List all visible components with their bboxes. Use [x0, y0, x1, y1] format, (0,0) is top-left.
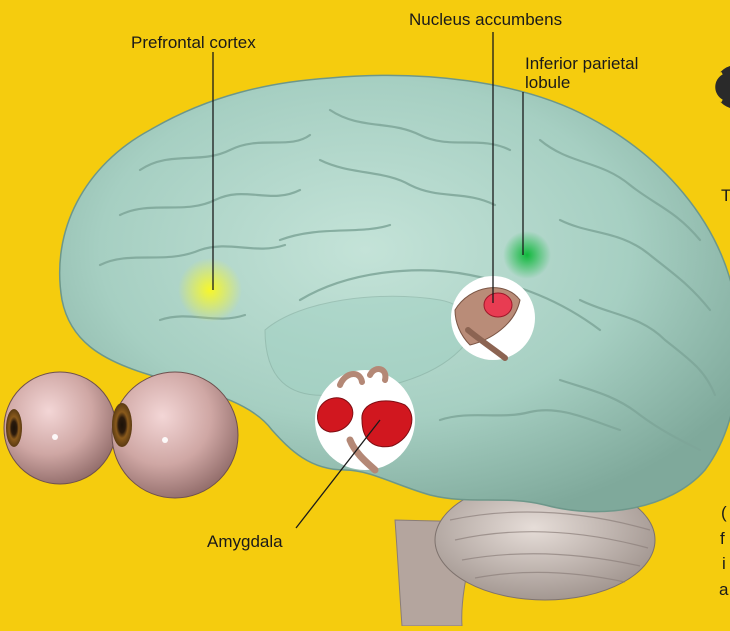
prefrontal-highlight [178, 258, 242, 322]
edge-text-fragment: a [719, 577, 728, 602]
partial-circle-icon [715, 66, 730, 108]
parietal-highlight [503, 231, 551, 279]
label-inferior-parietal-lobule: Inferior parietal lobule [525, 54, 638, 92]
edge-text-fragment: i [722, 551, 726, 576]
label-nucleus-accumbens: Nucleus accumbens [409, 10, 562, 29]
edge-text-fragment: f [720, 526, 725, 551]
eyeball-back [4, 372, 116, 484]
edge-text-fragment: ( [721, 500, 727, 525]
label-prefrontal-cortex: Prefrontal cortex [131, 33, 256, 52]
eyeball-front [112, 372, 238, 498]
label-amygdala: Amygdala [207, 532, 283, 551]
edge-text-fragment: T [721, 183, 730, 208]
